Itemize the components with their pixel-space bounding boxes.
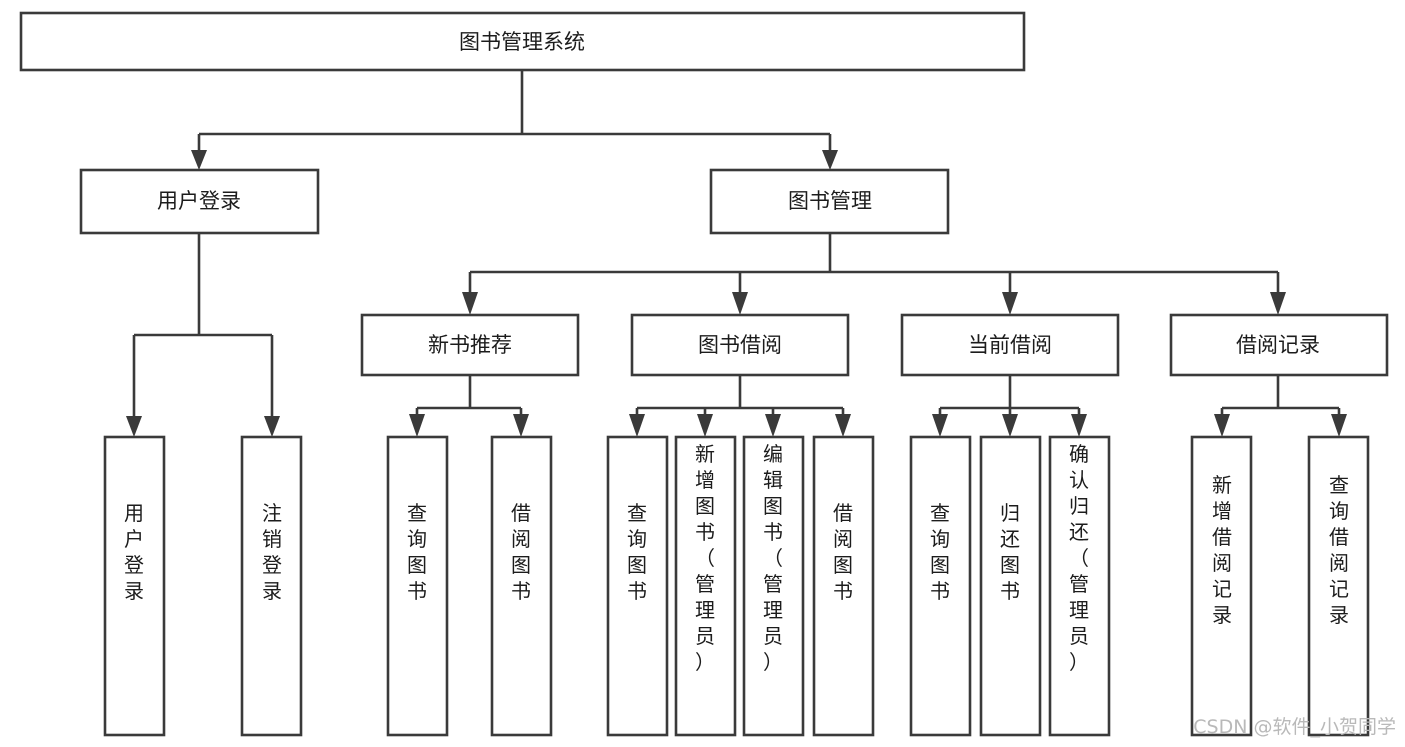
node-leaf-borrow-book-2[interactable]: 借阅图书 [812, 435, 875, 737]
node-leaf-confirm-return[interactable]: 确认归还（管理员） [1048, 435, 1111, 737]
node-leaf-confirm-return-box[interactable] [1048, 435, 1111, 737]
node-leaf-add-record[interactable]: 新增借阅记录 [1190, 435, 1253, 737]
node-leaf-user-login-box[interactable] [103, 435, 166, 737]
arrowhead-leaf-query-book-2 [629, 414, 645, 437]
node-leaf-query-book-3[interactable]: 查询图书 [909, 435, 972, 737]
node-leaf-add-book[interactable]: 新增图书（管理员） [674, 435, 737, 737]
node-leaf-return-book[interactable]: 归还图书 [979, 435, 1042, 737]
node-borrow-record-box[interactable] [1169, 313, 1389, 377]
arrowhead-leaf-user-login [126, 416, 142, 437]
arrowhead-leaf-confirm-return [1071, 414, 1087, 437]
connector-layer [126, 70, 1347, 437]
arrowhead-leaf-query-book-3 [932, 414, 948, 437]
node-book-borrow-label: 图书借阅 [698, 333, 782, 357]
node-root[interactable]: 图书管理系统 [19, 11, 1026, 72]
arrowhead-book-manage [822, 150, 838, 170]
node-book-borrow[interactable]: 图书借阅 [630, 313, 850, 377]
arrowhead-leaf-add-record [1214, 414, 1230, 437]
node-current-borrow-label: 当前借阅 [968, 333, 1052, 357]
arrowhead-user-login [191, 150, 207, 170]
node-book-manage[interactable]: 图书管理 [709, 168, 950, 235]
node-root-label: 图书管理系统 [459, 30, 585, 54]
arrowhead-leaf-query-book-1 [409, 414, 425, 437]
node-root-box[interactable] [19, 11, 1026, 72]
node-leaf-confirm-return-label: 确认归还（管理员） [1069, 442, 1089, 674]
node-leaf-query-record[interactable]: 查询借阅记录 [1307, 435, 1370, 737]
node-leaf-borrow-book-1-box[interactable] [490, 435, 553, 737]
node-leaf-borrow-book-2-box[interactable] [812, 435, 875, 737]
arrowhead-book-borrow [732, 292, 748, 315]
node-leaf-query-record-label: 查询借阅记录 [1329, 473, 1349, 627]
arrowhead-new-book-rec [462, 292, 478, 315]
arrowhead-current-borrow [1002, 292, 1018, 315]
csdn-watermark: CSDN @软件_小贺同学 [1193, 716, 1396, 738]
node-borrow-record-label: 借阅记录 [1236, 333, 1320, 357]
node-book-borrow-box[interactable] [630, 313, 850, 377]
node-user-login-box[interactable] [79, 168, 320, 235]
node-user-login-label: 用户登录 [157, 189, 241, 213]
node-leaf-edit-book-label: 编辑图书（管理员） [763, 442, 783, 674]
arrowhead-leaf-borrow-book-1 [513, 414, 529, 437]
node-leaf-query-book-1[interactable]: 查询图书 [386, 435, 449, 737]
node-leaf-logout-login-box[interactable] [240, 435, 303, 737]
node-leaf-borrow-book-1-label: 借阅图书 [511, 501, 531, 603]
node-leaf-query-book-1-label: 查询图书 [407, 501, 427, 603]
arrowhead-leaf-edit-book [765, 414, 781, 437]
node-leaf-add-book-label: 新增图书（管理员） [695, 442, 715, 674]
arrowhead-leaf-query-record [1331, 414, 1347, 437]
node-current-borrow-box[interactable] [900, 313, 1120, 377]
node-leaf-borrow-book-1[interactable]: 借阅图书 [490, 435, 553, 737]
node-new-book-rec[interactable]: 新书推荐 [360, 313, 580, 377]
node-leaf-add-book-box[interactable] [674, 435, 737, 737]
arrowhead-leaf-logout-login [264, 416, 280, 437]
arrowhead-borrow-record [1270, 292, 1286, 315]
node-leaf-query-book-2-label: 查询图书 [627, 501, 647, 603]
node-leaf-logout-login[interactable]: 注销登录 [240, 435, 303, 737]
node-leaf-query-book-2-box[interactable] [606, 435, 669, 737]
node-current-borrow[interactable]: 当前借阅 [900, 313, 1120, 377]
node-leaf-edit-book[interactable]: 编辑图书（管理员） [742, 435, 805, 737]
node-leaf-query-book-3-box[interactable] [909, 435, 972, 737]
node-leaf-borrow-book-2-label: 借阅图书 [833, 501, 853, 603]
node-leaf-query-book-1-box[interactable] [386, 435, 449, 737]
node-leaf-edit-book-box[interactable] [742, 435, 805, 737]
node-leaf-query-book-2[interactable]: 查询图书 [606, 435, 669, 737]
arrowhead-leaf-borrow-book-2 [835, 414, 851, 437]
node-book-manage-label: 图书管理 [788, 189, 872, 213]
arrowhead-leaf-return-book [1002, 414, 1018, 437]
node-leaf-return-book-box[interactable] [979, 435, 1042, 737]
node-new-book-rec-box[interactable] [360, 313, 580, 377]
arrowhead-leaf-add-book [697, 414, 713, 437]
node-book-manage-box[interactable] [709, 168, 950, 235]
node-leaf-query-book-3-label: 查询图书 [930, 501, 950, 603]
node-leaf-add-record-box[interactable] [1190, 435, 1253, 737]
node-user-login[interactable]: 用户登录 [79, 168, 320, 235]
node-leaf-add-record-label: 新增借阅记录 [1212, 473, 1232, 627]
node-leaf-user-login[interactable]: 用户登录 [103, 435, 166, 737]
node-new-book-rec-label: 新书推荐 [428, 333, 512, 357]
node-leaf-user-login-label: 用户登录 [124, 501, 144, 603]
node-leaf-query-record-box[interactable] [1307, 435, 1370, 737]
node-leaf-logout-login-label: 注销登录 [262, 501, 282, 603]
node-leaf-return-book-label: 归还图书 [1000, 501, 1020, 603]
node-borrow-record[interactable]: 借阅记录 [1169, 313, 1389, 377]
